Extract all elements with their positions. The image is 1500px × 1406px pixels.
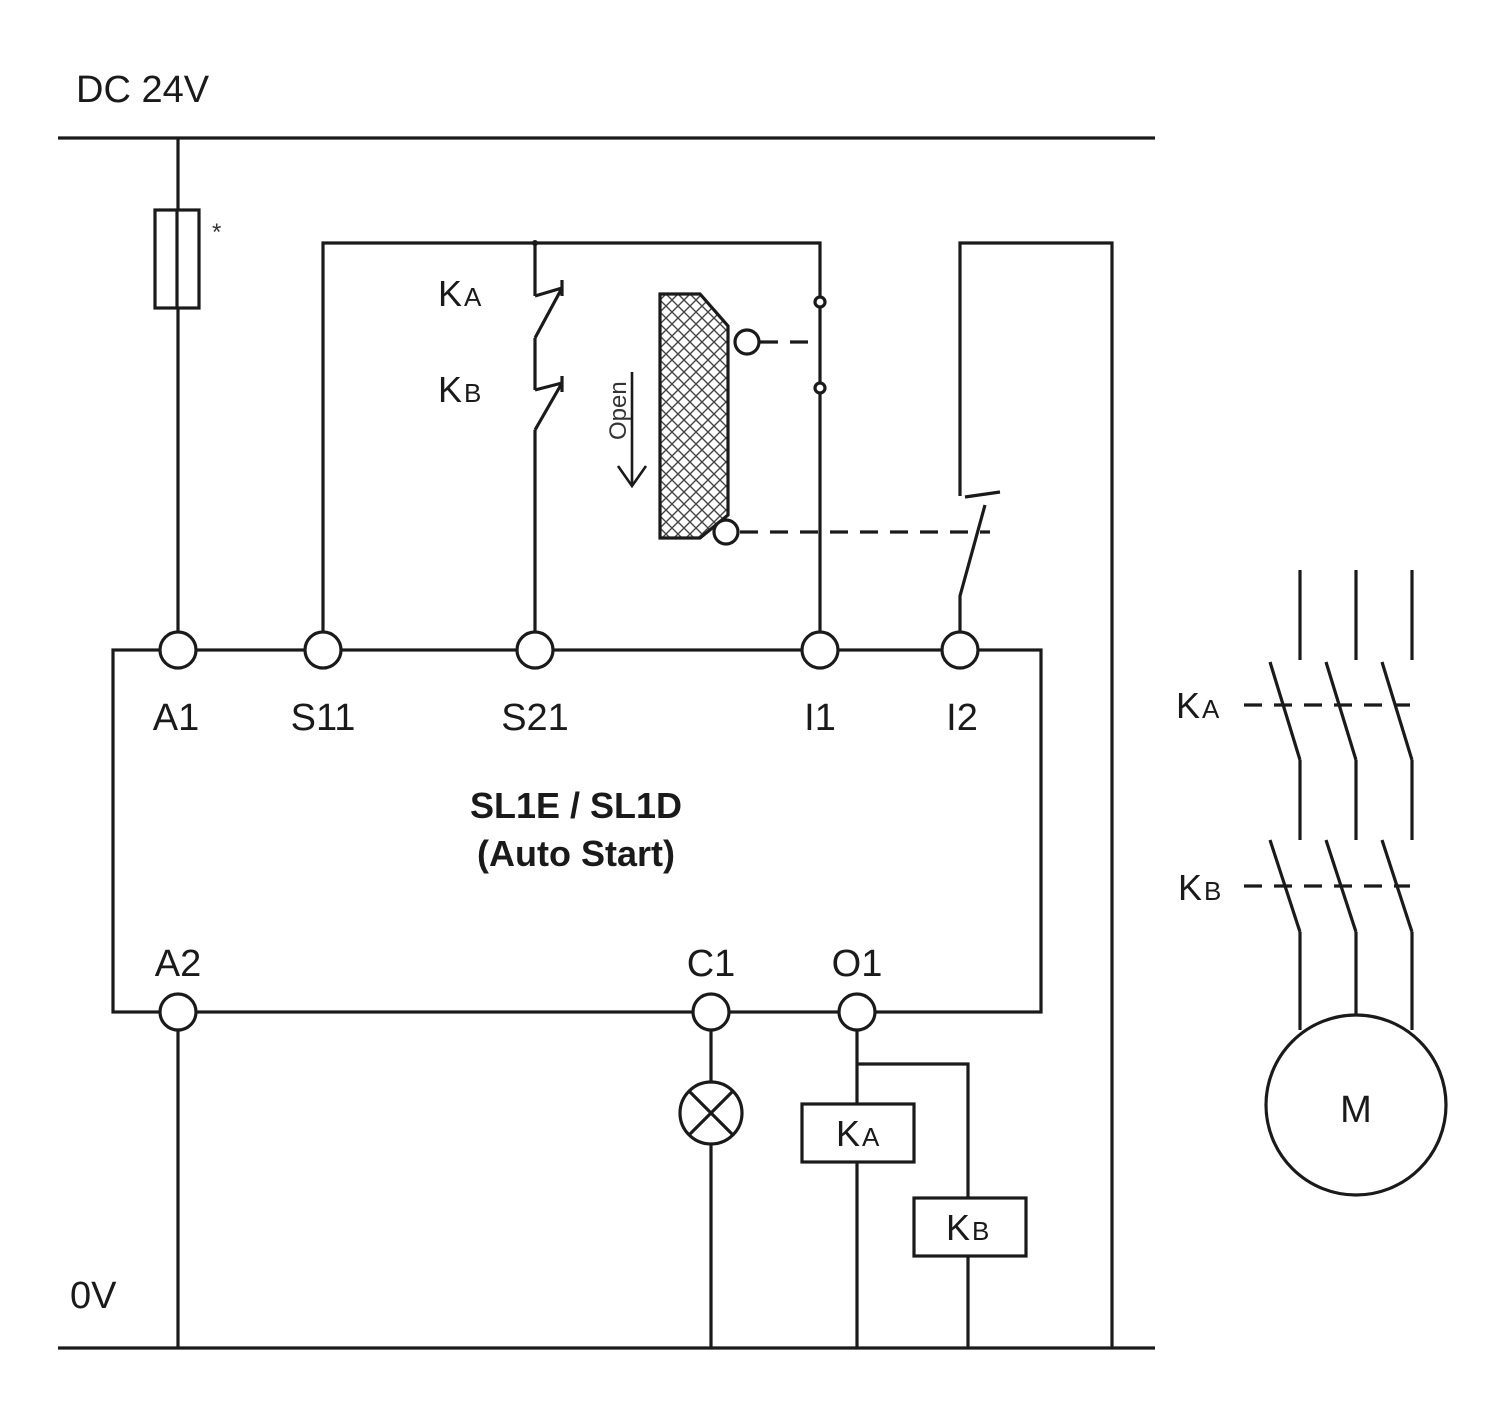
svg-text:K: K <box>1178 867 1202 908</box>
module-name: SL1E / SL1D <box>470 785 682 826</box>
kb-coil <box>912 1196 1028 1258</box>
label-i1: I1 <box>804 697 836 739</box>
motor-symbol <box>1264 1013 1448 1197</box>
safety-relay-module: SL1E / SL1D (Auto Start) A1 S11 S21 I1 I… <box>111 630 1043 1032</box>
i2-loop <box>958 241 1114 1348</box>
svg-text:K: K <box>1176 685 1200 726</box>
svg-text:B: B <box>972 1216 989 1246</box>
terminal-c1 <box>691 992 731 1032</box>
label-s11: S11 <box>291 697 356 739</box>
ka-main-contact-label: K A <box>1176 685 1220 726</box>
dc24v-label: DC 24V <box>76 69 210 111</box>
ka-coil <box>800 1102 916 1164</box>
supply-rails: DC 24V 0V <box>58 69 1155 1350</box>
label-c1: C1 <box>687 943 736 985</box>
ka-aux-contact-label: K A <box>438 273 482 314</box>
fuse-branch: * <box>153 138 221 632</box>
guard-switch: Open <box>605 292 990 546</box>
terminal-s21 <box>515 630 555 670</box>
indicator-lamp <box>678 1030 744 1348</box>
terminal-s11 <box>303 630 343 670</box>
terminal-a2 <box>158 992 198 1032</box>
label-o1: O1 <box>832 943 883 985</box>
label-a2: A2 <box>155 943 201 985</box>
svg-text:B: B <box>464 378 481 408</box>
open-direction-label: Open <box>605 381 632 440</box>
terminal-o1 <box>837 992 877 1032</box>
svg-text:K: K <box>946 1207 970 1248</box>
kb-aux-contact-label: K B <box>438 369 481 410</box>
contactor-coils: K A K B <box>800 1030 1028 1348</box>
module-mode: (Auto Start) <box>477 833 675 874</box>
svg-text:K: K <box>836 1113 860 1154</box>
terminal-i2 <box>940 630 980 670</box>
label-i2: I2 <box>946 697 978 739</box>
input-loop: K A K B <box>321 240 822 632</box>
motor-circuit: K A K B M <box>1176 570 1448 1197</box>
svg-text:K: K <box>438 273 462 314</box>
fuse-note-mark: * <box>212 219 221 246</box>
terminal-a1 <box>158 630 198 670</box>
label-s21: S21 <box>501 697 569 739</box>
terminal-i1 <box>800 630 840 670</box>
svg-text:B: B <box>1204 876 1221 906</box>
motor-label: M <box>1340 1089 1372 1131</box>
kb-main-contact-label: K B <box>1178 867 1221 908</box>
label-a1: A1 <box>153 697 199 739</box>
svg-text:A: A <box>464 282 482 312</box>
svg-text:K: K <box>438 369 462 410</box>
svg-text:A: A <box>1202 694 1220 724</box>
guard-actuator <box>658 292 730 540</box>
0v-label: 0V <box>70 1275 117 1317</box>
svg-text:A: A <box>862 1122 880 1152</box>
